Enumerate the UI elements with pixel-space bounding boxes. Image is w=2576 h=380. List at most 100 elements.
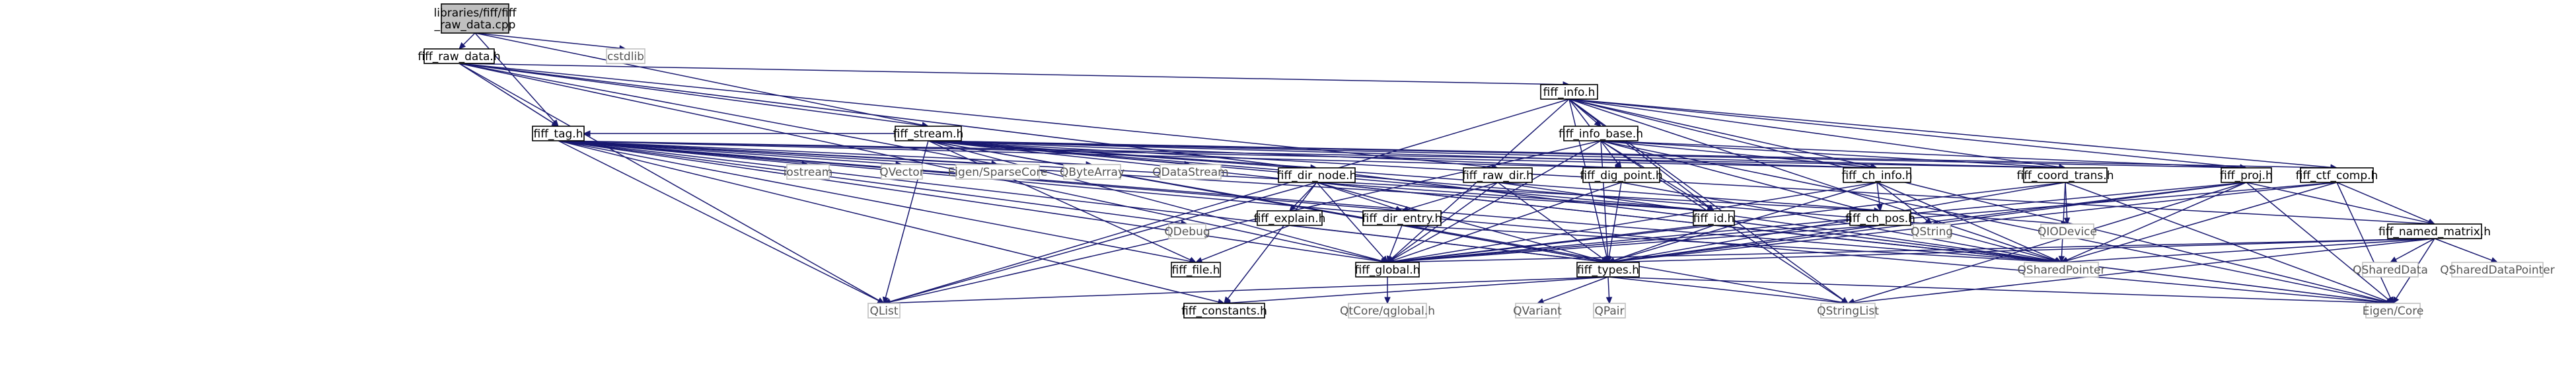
- node-label: QList: [869, 305, 898, 318]
- node-label: fiff_id.h: [1693, 212, 1735, 225]
- node-iostream: iostream: [784, 164, 833, 180]
- node-cstdlib: cstdlib: [606, 48, 645, 64]
- edge-fiff-types-h-to-eigen-core: [1607, 276, 2394, 307]
- node-label: fiff_dir_entry.h: [1362, 212, 1442, 225]
- edge-fiff-dir-node-h-to-fiff-dir-entry-h: [1316, 182, 1403, 212]
- edge-fiff-proj-h-to-qstring: [1931, 182, 2247, 227]
- node-fiff-info-base-h[interactable]: fiff_info_base.h: [1559, 126, 1643, 141]
- root-label-line2: _raw_data.cpp: [434, 19, 516, 32]
- edge-root-to-fiff-raw-data-h: [459, 32, 476, 50]
- node-label: fiff_explain.h: [1254, 212, 1326, 225]
- node-qvector: QVector: [879, 164, 924, 180]
- node-fiff-ch-pos-h[interactable]: fiff_ch_pos.h: [1845, 210, 1915, 226]
- node-eigen-core: Eigen/Core: [2363, 303, 2424, 319]
- node-label: QDebug: [1164, 225, 1210, 239]
- node-label: Eigen/SparseCore: [948, 166, 1048, 179]
- node-fiff-global-h[interactable]: fiff_global.h: [1355, 262, 1420, 278]
- edge-fiff-named-matrix-h-to-qshareddatapointer: [2434, 238, 2499, 264]
- node-label: fiff_ch_pos.h: [1845, 212, 1915, 225]
- node-label: fiff_coord_trans.h: [2017, 169, 2114, 182]
- node-fiff-raw-data-cpp[interactable]: libraries/fiff/fiff _raw_data.cpp: [434, 3, 517, 34]
- node-qshareddatapointer: QSharedDataPointer: [2440, 262, 2555, 278]
- edge-fiff-types-h-to-qpair: [1605, 276, 1613, 305]
- node-qvariant: QVariant: [1513, 303, 1562, 319]
- node-label: QSharedDataPointer: [2440, 264, 2554, 277]
- node-label: QtCore/qglobal.h: [1340, 305, 1435, 318]
- node-qdatastream: QDataStream: [1152, 164, 1229, 180]
- node-label: fiff_dig_point.h: [1580, 169, 1662, 182]
- edge-fiff-info-h-to-qlist: [883, 98, 1570, 305]
- node-label: QByteArray: [1060, 166, 1124, 179]
- edge-fiff-raw-data-h-to-fiff-stream-h: [459, 63, 930, 129]
- node-qsharedpointer: QSharedPointer: [2018, 262, 2106, 278]
- node-eigen-sparsecore: Eigen/SparseCore: [948, 164, 1048, 180]
- nodes-layer: libraries/fiff/fiff _raw_data.cpp fiff_r…: [418, 3, 2555, 319]
- node-label: fiff_dir_node.h: [1277, 169, 1357, 182]
- node-qstring: QString: [1911, 223, 1953, 239]
- node-label: fiff_types.h: [1577, 264, 1639, 277]
- node-label: fiff_global.h: [1355, 264, 1420, 277]
- edge-fiff-ch-info-h-to-fiff-ch-pos-h: [1876, 182, 1883, 212]
- node-label: fiff_stream.h: [893, 128, 964, 141]
- node-label: fiff_ch_info.h: [1841, 169, 1912, 182]
- node-fiff-stream-h[interactable]: fiff_stream.h: [893, 126, 964, 141]
- node-fiff-named-matrix-h[interactable]: fiff_named_matrix.h: [2378, 223, 2491, 239]
- node-label: QString: [1911, 225, 1953, 239]
- node-label: QSharedPointer: [2018, 264, 2106, 277]
- node-qtcore-qglobal-h: QtCore/qglobal.h: [1340, 303, 1435, 319]
- node-fiff-id-h[interactable]: fiff_id.h: [1693, 210, 1735, 226]
- node-fiff-dir-entry-h[interactable]: fiff_dir_entry.h: [1362, 210, 1442, 226]
- edge-fiff-coord-trans-h-to-qsharedpointer: [2058, 182, 2066, 264]
- node-fiff-ctf-comp-h[interactable]: fiff_ctf_comp.h: [2296, 167, 2378, 183]
- edge-fiff-dir-node-h-to-fiff-global-h: [1316, 182, 1388, 263]
- node-fiff-proj-h[interactable]: fiff_proj.h: [2220, 167, 2273, 183]
- edge-fiff-stream-h-to-fiff-named-matrix-h: [928, 140, 2436, 227]
- root-label-line1: libraries/fiff/fiff: [434, 7, 517, 20]
- node-fiff-coord-trans-h[interactable]: fiff_coord_trans.h: [2017, 167, 2114, 183]
- node-qstringlist: QStringList: [1817, 303, 1879, 319]
- node-fiff-types-h[interactable]: fiff_types.h: [1576, 262, 1640, 278]
- node-label: QVariant: [1513, 305, 1562, 318]
- node-label: fiff_raw_data.h: [418, 50, 500, 63]
- node-label: QStringList: [1817, 305, 1879, 318]
- node-label: fiff_tag.h: [534, 128, 583, 141]
- edge-fiff-tag-h-to-qdebug: [558, 140, 1189, 227]
- node-fiff-constants-h[interactable]: fiff_constants.h: [1181, 303, 1267, 319]
- edges-layer: [459, 32, 2499, 307]
- node-label: iostream: [784, 166, 833, 179]
- node-label: fiff_info_base.h: [1559, 128, 1643, 141]
- node-label: Eigen/Core: [2363, 305, 2424, 318]
- node-label: QSharedData: [2353, 264, 2428, 277]
- node-label: QDataStream: [1152, 166, 1228, 179]
- node-fiff-dig-point-h[interactable]: fiff_dig_point.h: [1580, 167, 1663, 183]
- node-label: fiff_constants.h: [1181, 305, 1267, 318]
- edge-fiff-raw-data-h-to-fiff-info-h: [459, 63, 1570, 88]
- node-fiff-explain-h[interactable]: fiff_explain.h: [1254, 210, 1326, 226]
- node-label: fiff_proj.h: [2220, 169, 2273, 182]
- node-fiff-raw-data-h[interactable]: fiff_raw_data.h: [418, 48, 501, 64]
- node-qlist: QList: [867, 303, 901, 319]
- node-fiff-info-h[interactable]: fiff_info.h: [1540, 84, 1598, 100]
- edge-fiff-dig-point-h-to-fiff-types-h: [1605, 182, 1622, 264]
- node-fiff-ch-info-h[interactable]: fiff_ch_info.h: [1841, 167, 1913, 183]
- node-label: fiff_info.h: [1543, 86, 1596, 99]
- node-fiff-file-h[interactable]: fiff_file.h: [1171, 262, 1221, 278]
- edge-fiff-info-h-to-fiff-ctf-comp-h: [1568, 98, 2338, 171]
- node-label: QIODevice: [2038, 225, 2097, 239]
- node-qpair: QPair: [1593, 303, 1626, 319]
- node-label: fiff_named_matrix.h: [2378, 225, 2491, 239]
- node-qshareddata: QSharedData: [2353, 262, 2428, 278]
- node-fiff-raw-dir-h[interactable]: fiff_raw_dir.h: [1462, 167, 1533, 183]
- node-label: QVector: [879, 166, 924, 179]
- node-fiff-dir-node-h[interactable]: fiff_dir_node.h: [1277, 167, 1357, 183]
- node-label: fiff_raw_dir.h: [1462, 169, 1533, 182]
- node-fiff-tag-h[interactable]: fiff_tag.h: [532, 126, 585, 141]
- node-qbytearray: QByteArray: [1060, 164, 1124, 180]
- node-qdebug: QDebug: [1164, 223, 1210, 239]
- edge-fiff-named-matrix-h-to-qshareddata: [2389, 238, 2435, 263]
- edge-fiff-types-h-to-fiff-constants-h: [1223, 276, 1609, 307]
- edge-fiff-stream-h-to-fiff-tag-h: [583, 130, 895, 137]
- node-label: cstdlib: [607, 50, 644, 63]
- edge-fiff-global-h-to-qtcore-qglobal-h: [1384, 277, 1391, 305]
